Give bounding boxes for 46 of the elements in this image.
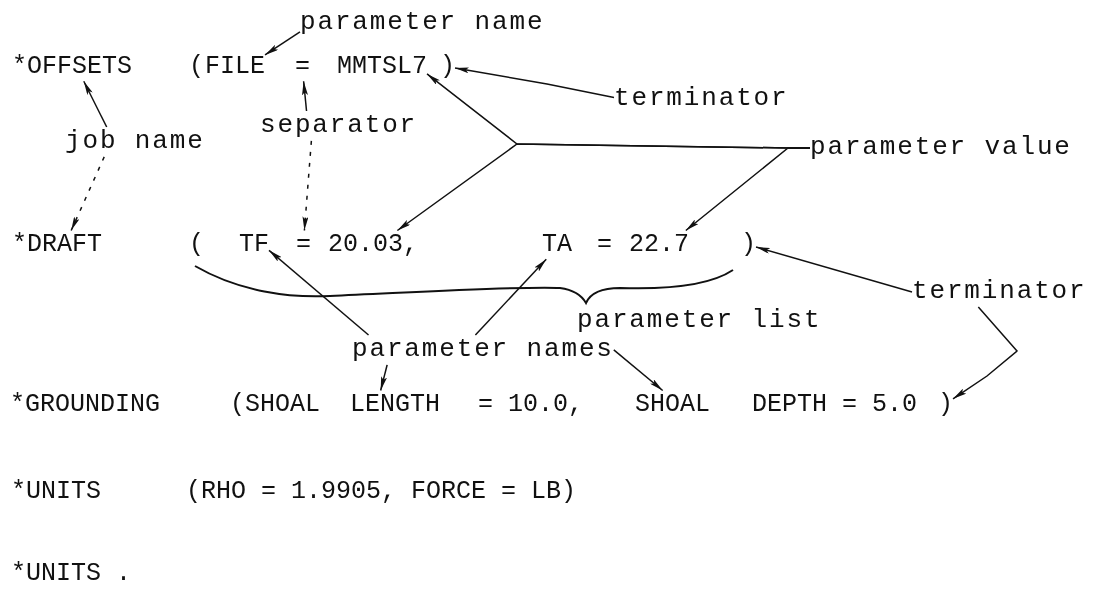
leader-line <box>755 246 913 293</box>
code-text: TA <box>542 230 572 260</box>
code-text: = <box>295 52 310 82</box>
annotation-label: separator <box>260 111 418 141</box>
leader-line <box>83 80 108 128</box>
code-text: 20.03, <box>328 230 418 260</box>
code-text: FILE <box>205 52 265 82</box>
code-text: (RHO = 1.9905, FORCE = LB) <box>186 477 577 507</box>
annotation-label: parameter names <box>352 335 614 365</box>
code-text: (SHOAL <box>230 390 320 420</box>
leader-line <box>454 67 615 99</box>
code-text: LENGTH <box>350 390 440 420</box>
code-text: = <box>597 230 612 260</box>
code-text: = 10.0, <box>478 390 584 420</box>
code-text: 22.7 <box>629 230 689 260</box>
code-text: = <box>296 230 311 260</box>
leader-line <box>379 364 388 392</box>
code-text: ( <box>189 230 204 260</box>
code-text: ) <box>741 230 756 260</box>
annotation-label: terminator <box>912 277 1087 307</box>
leader-line <box>302 80 308 112</box>
annotation-label: parameter list <box>577 306 822 336</box>
annotation-label: parameter name <box>300 8 545 38</box>
annotation-label: terminator <box>614 84 789 114</box>
leader-line <box>302 140 313 232</box>
code-text: DEPTH = 5.0 <box>752 390 918 420</box>
code-text: *GROUNDING <box>10 390 161 420</box>
leader-line <box>268 249 370 336</box>
leader-line <box>474 258 547 336</box>
code-text: MMTSL7 <box>337 52 427 82</box>
leader-line <box>685 147 811 232</box>
code-text: ) <box>938 390 953 420</box>
leader-line <box>952 306 1019 400</box>
code-text: TF <box>239 230 269 260</box>
code-text: *DRAFT <box>12 230 102 260</box>
code-text: SHOAL <box>635 390 710 420</box>
code-text: *OFFSETS <box>12 52 133 82</box>
code-text: ( <box>189 52 204 82</box>
code-text: *UNITS <box>11 477 101 507</box>
annotation-label: parameter value <box>810 133 1072 163</box>
annotation-label: job name <box>65 127 205 157</box>
code-text: ) <box>440 52 455 82</box>
leader-line <box>70 156 105 232</box>
leader-line <box>264 31 301 56</box>
code-text: *UNITS . <box>11 559 132 589</box>
leader-line <box>613 349 664 392</box>
